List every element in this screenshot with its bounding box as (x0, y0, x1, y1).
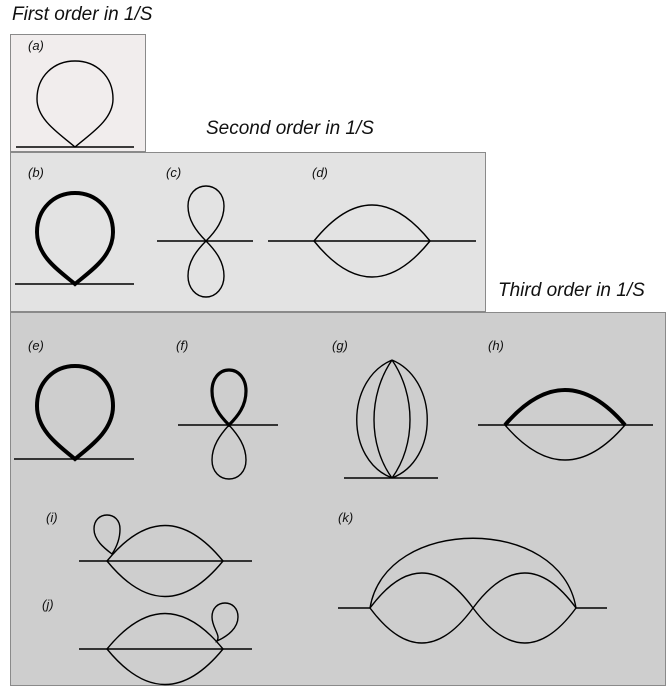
panel-first-order (10, 34, 146, 152)
diagram-d: (d) (268, 165, 476, 278)
diagram-j-upper-arc (106, 613, 224, 650)
diagram-g-inner-left (373, 359, 393, 479)
diagram-j-small-loop (211, 602, 239, 643)
diagram-d-upper-arc (313, 204, 431, 242)
diagram-h: (h) (478, 338, 653, 461)
diagram-k-right-lower-arc (472, 607, 577, 644)
diagram-k: (k) (338, 510, 607, 644)
diagram-d-lower-arc (313, 240, 431, 278)
diagram-e: (e) (14, 338, 134, 462)
diagram-i-lower-arc (106, 560, 224, 597)
diagram-h-lower-arc (504, 424, 626, 461)
label-k: (k) (338, 510, 353, 525)
diagram-g-outer-right (391, 359, 428, 479)
panel-second-order (10, 152, 486, 312)
label-j: (j) (42, 597, 54, 612)
heading-second-order: Second order in 1/S (206, 118, 374, 139)
diagram-g-outer-left (356, 359, 393, 479)
label-b: (b) (28, 165, 44, 180)
diagram-f-upper-loop (210, 368, 248, 428)
diagram-k-right-upper-arc (472, 572, 577, 609)
diagram-b-loop (34, 190, 116, 287)
diagram-c-upper-loop (187, 185, 225, 242)
diagram-e-loop (34, 363, 116, 462)
diagram-i: (i) (46, 510, 252, 597)
panel-third-order (10, 312, 666, 686)
heading-third-order: Third order in 1/S (498, 280, 645, 301)
diagram-i-upper-arc (106, 525, 224, 562)
diagram-f: (f) (176, 338, 278, 480)
diagram-h-upper-arc (503, 388, 627, 427)
label-f: (f) (176, 338, 188, 353)
diagram-g: (g) (332, 338, 438, 479)
diagram-a: (a) (16, 38, 134, 148)
diagram-k-big-arc (369, 537, 577, 609)
diagram-i-small-loop (93, 514, 121, 556)
diagram-a-loop (36, 60, 114, 148)
heading-first-order: First order in 1/S (12, 4, 153, 25)
diagram-j-lower-arc (106, 648, 224, 685)
diagram-g-inner-right (391, 359, 411, 479)
label-g: (g) (332, 338, 348, 353)
label-h: (h) (488, 338, 504, 353)
label-i: (i) (46, 510, 58, 525)
diagram-c-lower-loop (187, 240, 225, 298)
diagram-c: (c) (157, 165, 253, 298)
diagram-f-lower-loop (211, 423, 247, 480)
diagram-k-left-upper-arc (369, 572, 474, 609)
diagram-k-left-lower-arc (369, 607, 474, 644)
label-c: (c) (166, 165, 181, 180)
diagram-j: (j) (42, 597, 252, 685)
label-e: (e) (28, 338, 44, 353)
diagram-b: (b) (15, 165, 134, 287)
label-d: (d) (312, 165, 328, 180)
label-a: (a) (28, 38, 44, 53)
